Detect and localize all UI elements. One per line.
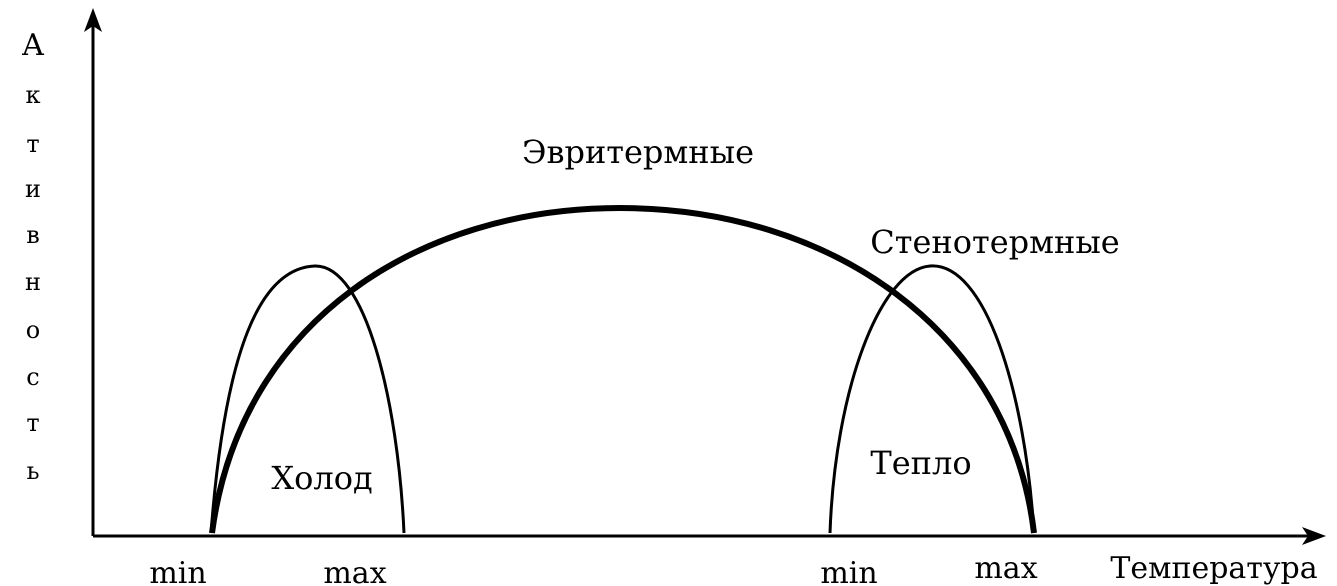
y-label-letter: в [26, 221, 40, 249]
cold-label: Холод [271, 459, 372, 497]
warm-stenothermal-curve [828, 264, 1036, 534]
y-label-letter: и [25, 175, 41, 203]
y-label-letter: А [22, 28, 45, 63]
warm-max-tick-label: max [974, 551, 1037, 586]
cold-max-tick-label: max [323, 556, 386, 586]
stenothermal-label: Стенотермные [870, 223, 1119, 261]
x-axis-arrow-icon [1302, 527, 1326, 545]
y-label-letter: н [25, 268, 41, 296]
eurythermal-curve [209, 204, 1037, 534]
y-label-letter: о [26, 316, 40, 344]
warm-min-tick-label: min [820, 556, 877, 586]
y-label-letter: к [26, 81, 41, 109]
cold-stenothermal-curve [209, 264, 406, 534]
y-label-letter: т [26, 130, 39, 158]
y-axis-arrow-icon [84, 8, 102, 32]
eurythermal-label: Эвритермные [522, 133, 754, 171]
y-label-letter: с [26, 363, 39, 391]
y-label-letter: ь [26, 457, 39, 485]
x-axis-label: Температура [1110, 551, 1317, 586]
y-label-letter: т [26, 409, 39, 437]
warm-label: Тепло [870, 444, 971, 482]
y-axis-label: А к т и в н о с т ь [22, 28, 45, 485]
cold-min-tick-label: min [149, 556, 206, 586]
